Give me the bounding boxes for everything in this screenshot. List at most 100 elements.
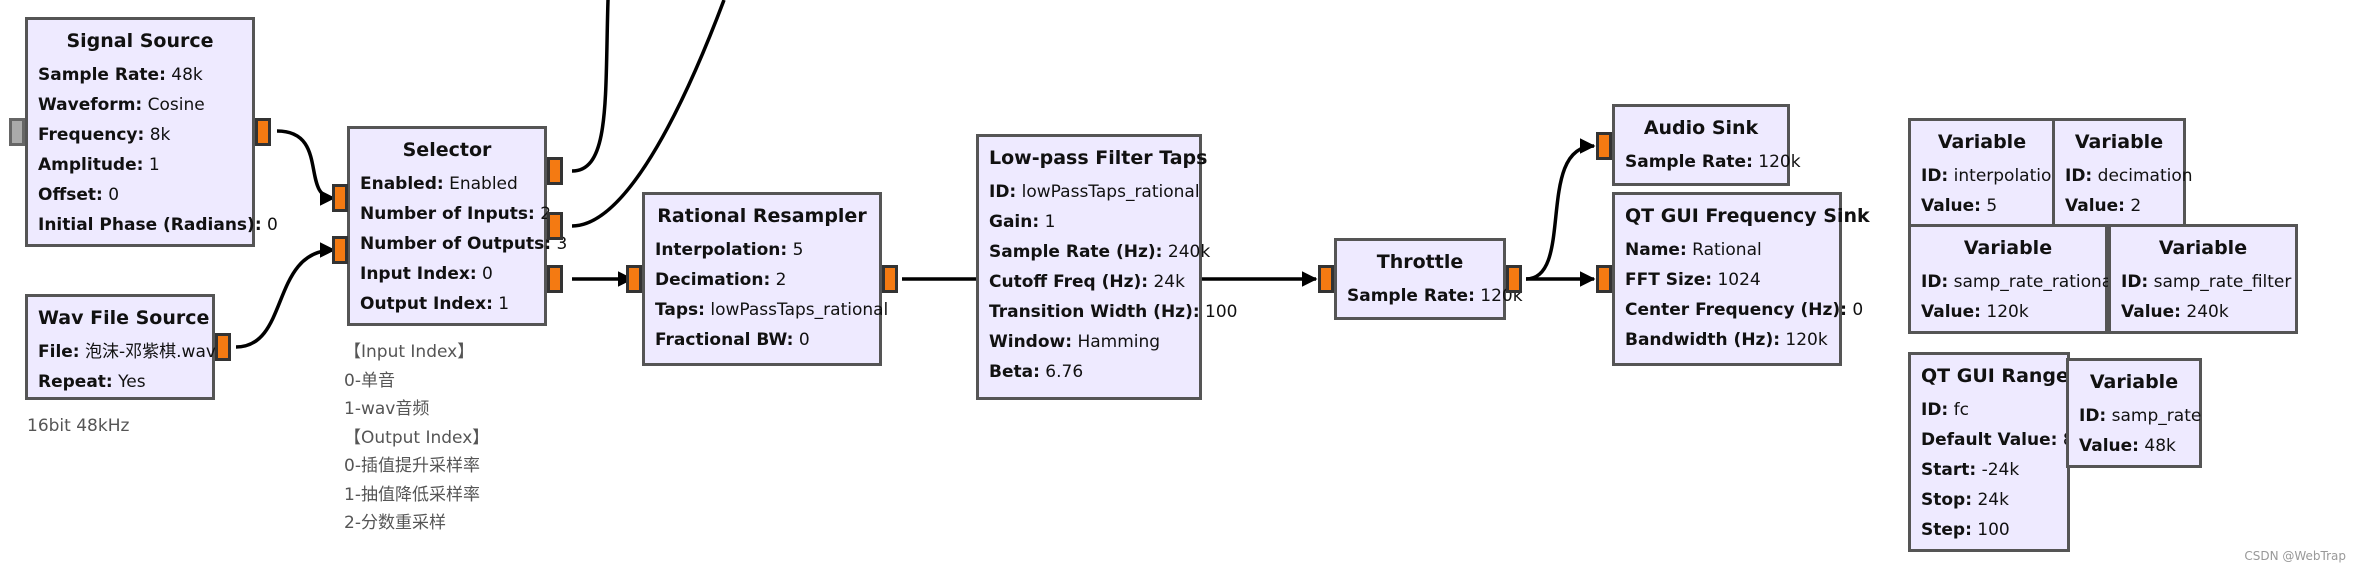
- param-key: ID:: [2065, 166, 2093, 186]
- param-row: ID: samp_rate: [2079, 401, 2201, 431]
- wire-wav-to-selector: [235, 242, 336, 349]
- throttle-block[interactable]: Throttle Sample Rate: 120k: [1334, 238, 1523, 320]
- param-value: 120k: [1986, 302, 2029, 322]
- param-key: Number of Inputs:: [360, 204, 535, 224]
- param-value: 5: [792, 240, 804, 260]
- param-row: Bandwidth (Hz): 120k: [1625, 325, 1829, 355]
- param-value: lowPassTaps_rational: [710, 300, 889, 320]
- block-title: Wav File Source: [38, 307, 210, 329]
- param-row: Amplitude: 1: [38, 150, 242, 180]
- param-value: fc: [1953, 400, 1969, 420]
- param-value: 2: [775, 270, 787, 290]
- param-key: Sample Rate:: [1347, 286, 1475, 306]
- block-title: Rational Resampler: [657, 205, 867, 227]
- block-params: Sample Rate: 120k: [1347, 281, 1523, 311]
- block-title: Variable: [2074, 131, 2164, 153]
- selector-output-port-1[interactable]: [547, 212, 563, 240]
- param-key: Stop:: [1921, 490, 1973, 510]
- signal-source-input-port[interactable]: [9, 118, 25, 146]
- param-value: Cosine: [147, 95, 205, 115]
- block-title: Low-pass Filter Taps: [989, 147, 1208, 169]
- param-value: 2: [2130, 196, 2142, 216]
- audio-sink-block[interactable]: Audio Sink Sample Rate: 120k: [1612, 104, 1801, 186]
- param-row: Frequency: 8k: [38, 120, 242, 150]
- param-row: Value: 120k: [1921, 297, 2095, 327]
- param-value: lowPassTaps_rational: [1021, 182, 1200, 202]
- param-value: 5: [1986, 196, 1998, 216]
- param-key: Step:: [1921, 520, 1972, 540]
- qt-gui-frequency-sink-input-port[interactable]: [1596, 265, 1612, 293]
- param-value: 0: [482, 264, 493, 284]
- throttle-input-port[interactable]: [1318, 265, 1334, 293]
- comment-line: 1-抽值降低采样率: [344, 484, 480, 505]
- param-value: 240k: [2186, 302, 2229, 322]
- param-row: Input Index: 0: [360, 259, 534, 289]
- param-value: interpolation: [1953, 166, 2063, 186]
- param-key: Offset:: [38, 185, 103, 205]
- param-row: Sample Rate: 120k: [1347, 281, 1523, 311]
- block-params: Sample Rate: 120k: [1625, 147, 1801, 177]
- block-title: QT GUI Frequency Sink: [1625, 205, 1870, 227]
- param-key: Value:: [2065, 196, 2125, 216]
- audio-sink-input-port[interactable]: [1596, 132, 1612, 160]
- param-row: Initial Phase (Radians): 0: [38, 210, 278, 240]
- signal-source-output-port[interactable]: [255, 118, 271, 146]
- param-value: 100: [1977, 520, 2010, 540]
- param-key: Value:: [2121, 302, 2181, 322]
- param-value: 1: [1044, 212, 1056, 232]
- param-value: 48k: [2144, 436, 2176, 456]
- selector-output-port-0[interactable]: [547, 157, 563, 185]
- param-value: 24k: [1977, 490, 2009, 510]
- block-title: Variable: [2158, 237, 2248, 259]
- param-row: Value: 5: [1921, 191, 2043, 221]
- param-value: 2: [540, 204, 552, 224]
- param-value: decimation: [2097, 166, 2193, 186]
- lowpass-filter-taps-block[interactable]: Low-pass Filter Taps ID: lowPassTaps_rat…: [976, 134, 1238, 400]
- param-value: Rational: [1692, 240, 1762, 260]
- param-row: Decimation: 2: [655, 265, 869, 295]
- param-value: 24k: [1153, 272, 1185, 292]
- param-key: ID:: [1921, 166, 1949, 186]
- rational-resampler-output-port[interactable]: [882, 265, 898, 293]
- param-value: 泡沫-邓紫棋.wav: [85, 342, 216, 362]
- param-key: ID:: [2079, 406, 2107, 426]
- param-row: ID: interpolation: [1921, 161, 2062, 191]
- param-key: Default Value:: [1921, 430, 2058, 450]
- param-value: 0: [108, 185, 120, 205]
- comment-line: 1-wav音频: [344, 399, 430, 419]
- param-value: 120k: [1785, 330, 1828, 350]
- param-key: Cutoff Freq (Hz):: [989, 272, 1149, 292]
- param-key: ID:: [1921, 272, 1949, 292]
- param-key: Gain:: [989, 212, 1040, 232]
- param-value: samp_rate: [2111, 406, 2202, 426]
- throttle-output-port[interactable]: [1506, 265, 1522, 293]
- param-key: Initial Phase (Radians):: [38, 215, 262, 235]
- selector-input-port-0[interactable]: [332, 184, 348, 212]
- param-row: Offset: 0: [38, 180, 242, 210]
- selector-output-port-2[interactable]: [547, 265, 563, 293]
- param-row: Sample Rate (Hz): 240k: [989, 237, 1210, 267]
- rational-resampler-input-port[interactable]: [626, 265, 642, 293]
- wav-file-source-output-port[interactable]: [215, 333, 231, 361]
- block-title: QT GUI Range: [1921, 365, 2069, 387]
- param-row: Value: 240k: [2121, 297, 2285, 327]
- selector-input-port-1[interactable]: [332, 236, 348, 264]
